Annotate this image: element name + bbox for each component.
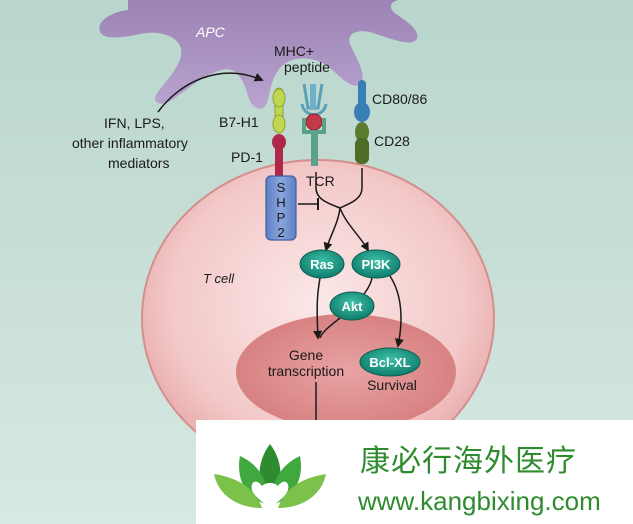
b7h1-label: B7-H1 [219, 114, 259, 130]
ras-node: Ras [299, 249, 345, 279]
survival-label: Survival [367, 377, 417, 393]
gene-label-line2: transcription [268, 363, 344, 379]
bclxl-label: Bcl-XL [369, 355, 410, 370]
akt-to-gene-line [319, 317, 341, 339]
tcr-signal-line [315, 172, 341, 209]
bclxl-node: Bcl-XL [359, 347, 421, 377]
shp2-letter: S [277, 180, 286, 195]
cd28-receptor [355, 122, 369, 164]
cd80-ligand [354, 80, 370, 122]
tcr-label: TCR [306, 173, 335, 189]
shp2-letter: H [276, 195, 285, 210]
watermark-name: 康必行海外医疗 [360, 444, 577, 479]
lotus-logo-icon [214, 444, 326, 508]
apc-cell [99, 0, 418, 109]
ras-label: Ras [310, 257, 334, 272]
mhc-label-line1: MHC+ [274, 43, 314, 59]
cd28-signal-line [339, 168, 363, 209]
pd1-label: PD-1 [231, 149, 263, 165]
pi3k-node: PI3K [351, 249, 401, 279]
shp2-letter: P [277, 210, 286, 225]
cd28-label: CD28 [374, 133, 410, 149]
gene-label-line1: Gene [289, 347, 323, 363]
ras-to-gene-arrow [313, 277, 323, 340]
akt-node: Akt [329, 291, 375, 321]
pd1-receptor [272, 134, 286, 178]
ifn-arrow [157, 72, 264, 113]
shp2-letter: 2 [277, 225, 284, 240]
ifn-label-line1: IFN, LPS, [104, 115, 165, 131]
apc-label: APC [195, 24, 226, 40]
watermark-url: www.kangbixing.com [358, 486, 601, 516]
akt-label: Akt [342, 299, 364, 314]
pi3k-label: PI3K [362, 257, 392, 272]
pi3k-to-bclxl-arrow [389, 275, 404, 348]
b7h1-receptor [272, 87, 286, 134]
tcell-label: T cell [203, 271, 235, 286]
ifn-label-line2: other inflammatory [72, 135, 188, 151]
shp2-box: S H P 2 [265, 175, 297, 241]
to-pi3k-arrow [339, 207, 369, 252]
tcr-receptor [302, 113, 326, 166]
to-ras-arrow [323, 207, 341, 252]
mhc-label-line2: peptide [284, 59, 330, 75]
ifn-label-line3: mediators [108, 155, 169, 171]
cd80-label: CD80/86 [372, 91, 427, 107]
